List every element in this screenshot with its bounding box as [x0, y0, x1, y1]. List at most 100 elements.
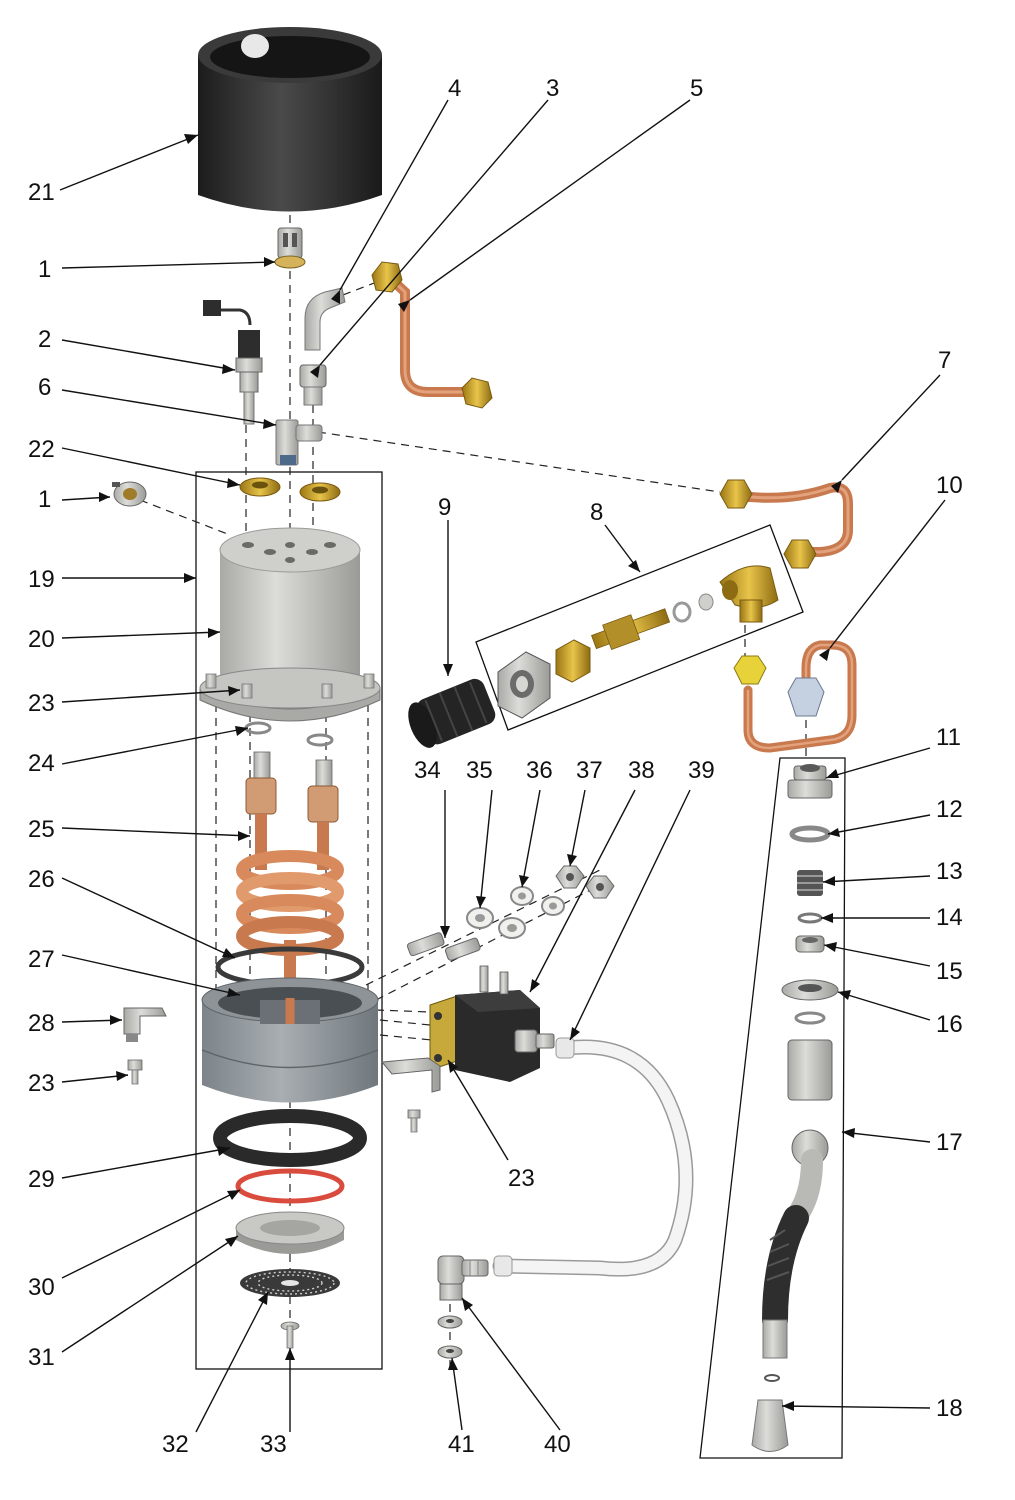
- leader-11: [825, 747, 931, 779]
- arrow-22: [227, 478, 240, 488]
- arrow-19: [184, 573, 196, 583]
- callout-20: 20: [28, 626, 55, 653]
- part-35-washer: [466, 907, 526, 939]
- leader-5: [409, 99, 691, 301]
- leader-27: [61, 954, 241, 996]
- callout-36: 36: [526, 757, 553, 784]
- arrow-32: [258, 1292, 268, 1305]
- callout-17: 17: [936, 1129, 963, 1156]
- leader-2: [61, 339, 236, 371]
- part-22-brass-nuts: [239, 477, 341, 502]
- arrow-37: [567, 854, 577, 866]
- part-38-solenoid-valve: [429, 965, 555, 1082]
- leader-40: [461, 1297, 561, 1431]
- arrow-4: [331, 290, 340, 304]
- arrow-21: [184, 134, 198, 144]
- leader-26: [61, 877, 236, 959]
- part-15-seal: [795, 935, 825, 953]
- callout-6: 6: [38, 374, 51, 401]
- callout-38: 38: [628, 757, 655, 784]
- leader-25: [61, 827, 251, 837]
- arrow-26: [222, 948, 235, 958]
- part-7-copper-pipe: [719, 479, 853, 569]
- part-41-nuts: [437, 1315, 463, 1359]
- part-12-washer: [789, 825, 831, 843]
- part-21-insulation-sleeve: [198, 27, 382, 212]
- leader-22: [61, 447, 241, 486]
- leader-4: [339, 99, 449, 291]
- part-23-screw-left: [127, 1059, 143, 1085]
- callout-9: 9: [438, 494, 451, 521]
- arrow-9: [443, 664, 453, 676]
- part-1-thermostat-top: [274, 227, 306, 269]
- leader-24: [61, 727, 249, 765]
- callout-31: 31: [28, 1344, 55, 1371]
- arrow-38: [530, 979, 540, 992]
- leader-29: [61, 1147, 231, 1179]
- arrow-25: [238, 831, 250, 841]
- part-27-group-head-body: [201, 977, 379, 1103]
- callout-32: 32: [162, 1431, 189, 1458]
- callout-1a: 1: [38, 256, 51, 283]
- callout-13: 13: [936, 858, 963, 885]
- callout-5: 5: [690, 75, 703, 102]
- arrow-23c: [448, 1060, 458, 1073]
- part-16-hex-nut: [781, 979, 839, 1025]
- leader-23c: [447, 1059, 509, 1161]
- callout-34: 34: [414, 757, 441, 784]
- callout-21: 21: [28, 179, 55, 206]
- part-25-heating-element: [236, 751, 344, 1012]
- callout-4: 4: [448, 75, 461, 102]
- leader-10: [829, 499, 946, 649]
- arrow-31: [225, 1236, 238, 1247]
- valve-assembly-box: [475, 524, 804, 731]
- part-10-copper-loop-pipe: [733, 640, 857, 753]
- arrow-35: [476, 896, 486, 908]
- boiler-assembly-box: [195, 471, 383, 1370]
- part-23-bracket: [381, 1057, 441, 1133]
- callout-23a: 23: [28, 690, 55, 717]
- callout-27: 27: [28, 946, 55, 973]
- callout-40: 40: [544, 1431, 571, 1458]
- leader-30: [61, 1189, 241, 1279]
- arrow-23a: [228, 686, 240, 696]
- arrow-23b: [116, 1071, 128, 1081]
- part-20-boiler-body: [219, 527, 361, 697]
- callout-16: 16: [936, 1011, 963, 1038]
- callout-33: 33: [260, 1431, 287, 1458]
- leader-3: [319, 99, 549, 366]
- arrow-1b: [99, 492, 110, 502]
- callout-11: 11: [936, 724, 961, 751]
- callout-7: 7: [938, 347, 951, 374]
- leader-21: [59, 134, 199, 191]
- arrow-27: [227, 988, 240, 997]
- arrow-30: [227, 1190, 240, 1200]
- leader-17: [841, 1131, 931, 1143]
- callout-23b: 23: [28, 1070, 55, 1097]
- arrow-5: [398, 300, 410, 312]
- part-6-tee-fitting: [275, 419, 323, 466]
- leader-23a: [61, 689, 241, 703]
- callout-25: 25: [28, 816, 55, 843]
- arrow-6: [263, 419, 276, 429]
- arrow-1a: [264, 257, 275, 267]
- callout-23c: 23: [508, 1165, 535, 1192]
- leader-37: [569, 789, 586, 867]
- arrow-10: [819, 648, 830, 661]
- arrow-2: [222, 364, 235, 374]
- part-32-shower-screen: [240, 1269, 340, 1297]
- callout-22: 22: [28, 436, 55, 463]
- leader-1a: [61, 261, 276, 269]
- part-3-nut-fitting: [299, 364, 327, 406]
- part-18-wand-tip: [751, 1399, 789, 1452]
- callout-1b: 1: [38, 486, 51, 513]
- part-36-washer: [510, 886, 565, 916]
- part-24-washers: [244, 721, 334, 747]
- callout-10: 10: [936, 472, 963, 499]
- part-11-wand-fitting: [787, 764, 833, 799]
- leader-arrowheads: [99, 134, 855, 1411]
- part-5-copper-pipe: [371, 261, 493, 409]
- leader-7: [841, 374, 941, 481]
- part-9-knob: [408, 678, 496, 748]
- callout-41: 41: [448, 1431, 475, 1458]
